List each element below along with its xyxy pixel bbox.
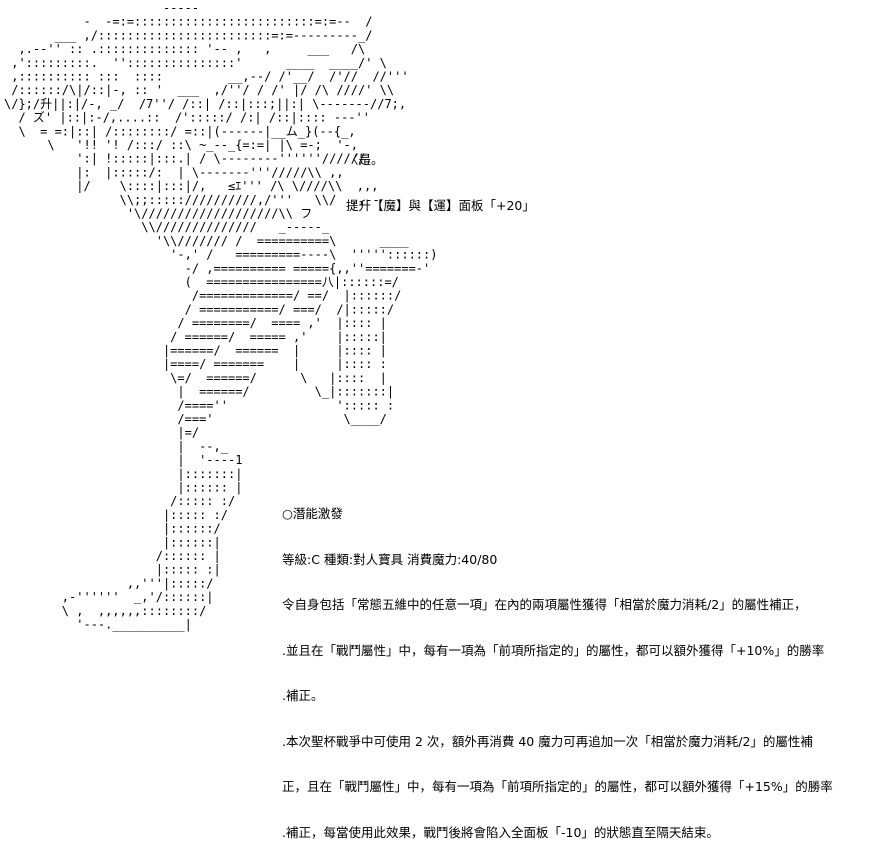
ascii-art-row: / ズ' |::|:-/,....:: /':::::/ /:| /::|:::… bbox=[4, 110, 370, 125]
ascii-art-row: \ '!! '! /:::/ ::\ ~_--_{=:=| |\ =-; '-, bbox=[4, 138, 358, 152]
ascii-art-row: ( ================八|::::::=/ bbox=[4, 275, 399, 289]
ascii-art-row: |: |:::::/: | \-------'''/////\\ ,, bbox=[4, 165, 344, 179]
skill-description: ○潛能激發 等級:C 種類:對人寶具 消費魔力:40/80 令自身包括「常態五維… bbox=[282, 476, 833, 855]
ascii-art-row: \\////////////// _-----_ bbox=[4, 220, 330, 234]
ascii-art-row: \/};/升||:|/-, _/ /7''/ /::| /::|:::;||:|… bbox=[4, 97, 406, 111]
speech-line-1: 〈是。 bbox=[346, 152, 384, 167]
ascii-art-row: |======/ ====== | |:::: | bbox=[4, 344, 387, 358]
ascii-art-row: '\\/////// / ==========\ ____ bbox=[4, 234, 409, 248]
ascii-art-row: /::::: :/ bbox=[4, 494, 235, 508]
skill-desc-line: 令自身包括「常態五維中的任意一項」在內的兩項屬性獲得「相當於魔力消耗/2」的屬性… bbox=[282, 597, 807, 612]
ascii-art-row: '-,' / =========----\ '''''::::::) bbox=[4, 248, 437, 262]
ascii-art-row: / ======/ ===== ,' |:::::| bbox=[4, 330, 387, 344]
speech-text: 〈是。 提升【魔】與【運】面板「+20」 bbox=[346, 122, 535, 228]
ascii-art-row: | --,_ bbox=[4, 439, 229, 453]
ascii-art-row: '---.__________| bbox=[4, 618, 192, 632]
ascii-art-row: /===' \____/ bbox=[4, 412, 387, 426]
ascii-art-row: |::::: :| bbox=[4, 563, 221, 577]
ascii-art-row: ----- bbox=[4, 1, 199, 15]
ascii-art-row: ,-'''''' _,'/::::::| bbox=[4, 590, 214, 604]
ascii-art-row: |::::: :/ bbox=[4, 508, 228, 522]
ascii-art-row: |::::::| bbox=[4, 535, 221, 549]
ascii-art-row: /===='' '::::: : bbox=[4, 398, 394, 412]
ascii-art-row: \ = =:|::| /::::::::/ =::|(------|__ム_}(… bbox=[4, 124, 356, 138]
ascii-art-row: |/ \::::|:::|/, ≤ｴ''' /\ \////\\ ,,, bbox=[4, 179, 378, 193]
ascii-art-row: ,:::::::::: ::: :::: __,--/ /'__/ /'// /… bbox=[4, 70, 409, 84]
skill-desc-line: .補正，每當使用此效果，戰鬥後將會陷入全面板「-10」的狀態直至隔天結束。 bbox=[282, 824, 719, 840]
ascii-art-character: ----- - -=:=:::::::::::::::::::::::::=:=… bbox=[4, 1, 437, 632]
skill-title: ○潛能激發 bbox=[282, 506, 343, 521]
ascii-art-row: -/ ,========== ====={,,''=======-' bbox=[4, 261, 430, 275]
skill-desc-line: 正，且在「戰鬥屬性」中，每有一項為「前項所指定的」的屬性，都可以額外獲得「+15… bbox=[282, 779, 833, 794]
ascii-art-row: |=/ bbox=[4, 426, 199, 440]
ascii-art-row: | '----1 bbox=[4, 453, 242, 467]
ascii-art-row: \\;;::::://////////,/''' \\/ ,,-- bbox=[4, 193, 380, 207]
ascii-art-row: |::::::/ bbox=[4, 522, 221, 536]
ascii-art-row: ___ ,/::::::::::::::::::::::::=:=-------… bbox=[4, 28, 372, 42]
ascii-art-row: |====/ ======= | |:::: : bbox=[4, 357, 387, 371]
ascii-art-row: /:::::: | bbox=[4, 549, 221, 563]
ascii-art-row: /=============/ ==/ |::::::/ bbox=[4, 289, 401, 303]
skill-desc-line: .本次聖杯戰爭中可使用 2 次，額外再消費 40 魔力可再追加一次「相當於魔力消… bbox=[282, 733, 813, 749]
ascii-art-row: ,':::::::::. '':::::::::::::::' ____ ___… bbox=[4, 56, 387, 70]
ascii-art-row: |:::::::| bbox=[4, 467, 242, 481]
ascii-art-row: \ , ,,,,,,::::::::/ bbox=[4, 604, 206, 618]
ascii-art-row: |:::::: | bbox=[4, 481, 242, 495]
ascii-art-row: - -=:=:::::::::::::::::::::::::=:=-- / bbox=[4, 15, 372, 29]
ascii-art-row: ,,'''|:::::/ bbox=[4, 576, 214, 590]
ascii-art-row: /::::::/\|/::|-, :: ' ___ ,/''/ / /' |/ … bbox=[4, 83, 394, 97]
ascii-art-canvas: ----- - -=:=:::::::::::::::::::::::::=:=… bbox=[4, 1, 437, 632]
speech-line-2: 提升【魔】與【運】面板「+20」 bbox=[346, 197, 535, 213]
ascii-art-row: / ===========/ ===/ /|:::::/ bbox=[4, 302, 394, 316]
ascii-art-row: '\///////////////////\\ フ bbox=[4, 207, 312, 221]
ascii-art-row: ':| !:::::|:::.| / \--------''''''//////… bbox=[4, 152, 372, 166]
skill-desc-line: .並且在「戰鬥屬性」中，每有一項為「前項所指定的」的屬性，都可以額外獲得「+10… bbox=[282, 642, 825, 658]
ascii-art-row: / ========/ ==== ,' |:::: | bbox=[4, 316, 387, 330]
skill-meta: 等級:C 種類:對人寶具 消費魔力:40/80 bbox=[282, 551, 498, 567]
ascii-art-row: \=/ ======/ \ |:::: | bbox=[4, 371, 387, 385]
skill-desc-line: .補正。 bbox=[282, 688, 324, 703]
ascii-art-row: | ======/ \_|:::::::| bbox=[4, 385, 394, 399]
ascii-art-row: ,.--'' :: .:::::::::::::: '-- , , ___ /\ bbox=[4, 42, 365, 56]
